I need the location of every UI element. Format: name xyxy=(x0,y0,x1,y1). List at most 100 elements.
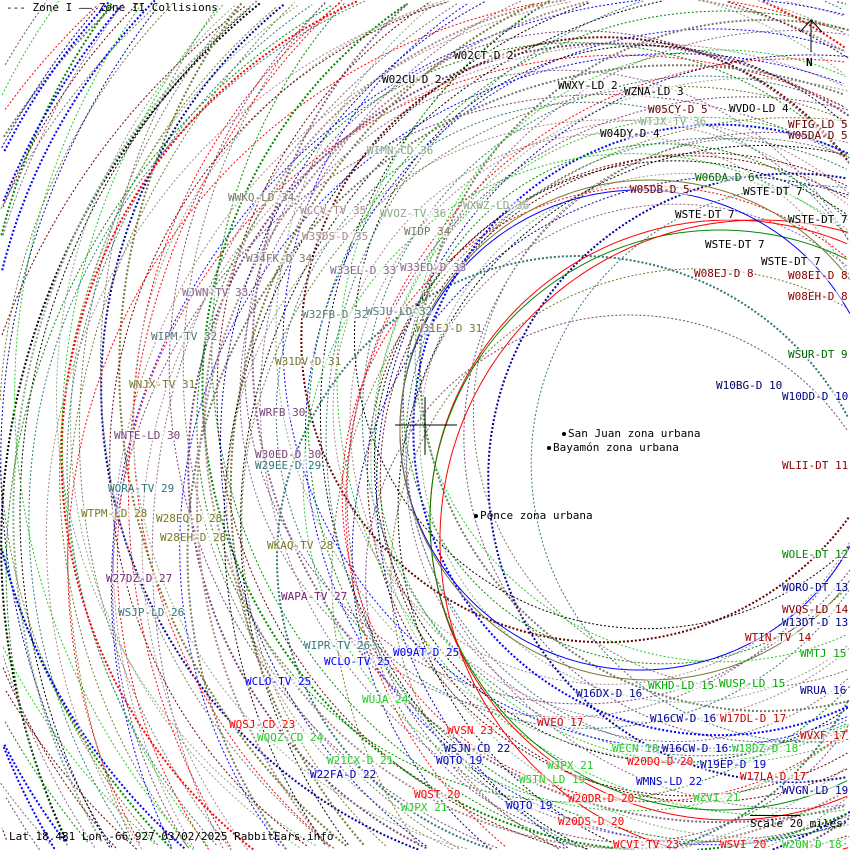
station-label[interactable]: W10BG-D 10 xyxy=(716,379,783,392)
station-label[interactable]: WZNA-LD 3 xyxy=(624,85,684,98)
station-label[interactable]: WECN 18 xyxy=(612,742,659,755)
station-label[interactable]: W28EQ-D 28 xyxy=(156,512,223,525)
station-label[interactable]: WMTJ 15 xyxy=(800,647,847,660)
station-label[interactable]: WVDO-LD 4 xyxy=(729,102,789,115)
station-label[interactable]: W16DX-D 16 xyxy=(576,687,643,700)
station-label[interactable]: W08EJ-D 8 xyxy=(694,267,754,280)
station-label[interactable]: WORA-TV 29 xyxy=(108,482,175,495)
station-label[interactable]: WCLO-TV 25 xyxy=(245,675,312,688)
station-label[interactable]: WUSP-LD 15 xyxy=(719,677,786,690)
city-san-juan[interactable]: San Juan zona urbana xyxy=(562,428,700,439)
station-label[interactable]: W02CU-D 2 xyxy=(382,73,442,86)
station-label[interactable]: WIDP 34 xyxy=(404,225,451,238)
station-label[interactable]: W31EJ-D 31 xyxy=(416,322,483,335)
station-label[interactable]: WSTE-DT 7 xyxy=(705,238,765,251)
station-label[interactable]: W20DR-D 20 xyxy=(568,792,635,805)
station-label[interactable]: W22FA-D 22 xyxy=(310,768,377,781)
station-label[interactable]: WQSJ-CD 23 xyxy=(229,718,296,731)
station-label[interactable]: WSJP-LD 26 xyxy=(118,606,185,619)
station-label[interactable]: W33EL-D 33 xyxy=(330,264,397,277)
station-label[interactable]: W05DA-D 5 xyxy=(788,129,848,142)
station-label[interactable]: WCVI-TV 23 xyxy=(613,838,680,850)
station-label[interactable]: WSUR-DT 9 xyxy=(788,348,848,361)
station-label[interactable]: WNTE-LD 30 xyxy=(114,429,181,442)
station-label[interactable]: WXWZ-LD 36 xyxy=(463,199,530,212)
station-label[interactable]: W18DZ-D 18 xyxy=(732,742,799,755)
station-label[interactable]: WKHD-LD 15 xyxy=(648,679,715,692)
station-label[interactable]: W31DV-D 31 xyxy=(275,355,342,368)
station-label[interactable]: WOLE-DT 12 xyxy=(782,548,849,561)
station-label[interactable]: W02CT-D 2 xyxy=(454,49,514,62)
station-label[interactable]: WMNS-LD 22 xyxy=(636,775,703,788)
station-label[interactable]: WVOZ-TV 36 xyxy=(380,207,447,220)
station-label[interactable]: WRUA 16 xyxy=(800,684,847,697)
station-label[interactable]: WVXF 17 xyxy=(800,729,847,742)
station-label[interactable]: W20N-D 18 xyxy=(782,838,842,850)
station-label[interactable]: W08EH-D 8 xyxy=(788,290,848,303)
station-label[interactable]: WJPX 21 xyxy=(547,759,594,772)
station-label[interactable]: W05DB-D 5 xyxy=(630,183,690,196)
station-label[interactable]: W33ED-D 33 xyxy=(400,261,467,274)
station-label[interactable]: WVGN-LD 19 xyxy=(782,784,849,797)
station-label[interactable]: WSTE-DT 7 xyxy=(761,255,821,268)
station-label[interactable]: WNJX-TV 31 xyxy=(129,378,196,391)
station-label[interactable]: W35DS-D 35 xyxy=(302,230,369,243)
station-label[interactable]: WRFB 30 xyxy=(259,406,306,419)
station-label[interactable]: WAPA-TV 27 xyxy=(281,590,348,603)
station-label[interactable]: WWXY-LD 2 xyxy=(558,79,618,92)
station-label[interactable]: WUJA 24 xyxy=(362,693,409,706)
station-label[interactable]: W32FB-D 32 xyxy=(302,308,369,321)
station-label[interactable]: WJPX 21 xyxy=(401,801,448,814)
station-label[interactable]: W08EI-D 8 xyxy=(788,269,848,282)
station-label[interactable]: WIPM-TV 32 xyxy=(151,330,218,343)
station-label[interactable]: WIPR-TV 26 xyxy=(304,639,371,652)
station-label[interactable]: WVEO 17 xyxy=(537,716,584,729)
station-label[interactable]: W27DZ-D 27 xyxy=(106,572,173,585)
station-label[interactable]: W20DS-D 20 xyxy=(558,815,625,828)
station-label[interactable]: WWKQ-LD 34 xyxy=(228,191,295,204)
station-label[interactable]: WSTE-DT 7 xyxy=(675,208,735,221)
station-label[interactable]: WQQZ-CD 24 xyxy=(257,731,324,744)
station-label[interactable]: W10DD-D 10 xyxy=(782,390,849,403)
station-label[interactable]: WLII-DT 11 xyxy=(782,459,849,472)
station-label[interactable]: WCCV-TV 35 xyxy=(300,204,367,217)
station-label[interactable]: WQTO 19 xyxy=(506,799,553,812)
station-label[interactable]: W16CW-D 16 xyxy=(662,742,729,755)
station-label[interactable]: WZVI 21 xyxy=(693,791,740,804)
station-label[interactable]: W13DT-D 13 xyxy=(782,616,849,629)
station-label[interactable]: WKAQ-TV 28 xyxy=(267,539,334,552)
city-ponce[interactable]: Ponce zona urbana xyxy=(474,510,593,521)
station-label[interactable]: WSJN-CD 22 xyxy=(444,742,511,755)
city-bayamon[interactable]: Bayamón zona urbana xyxy=(547,442,679,453)
station-label[interactable]: W28EH-D 28 xyxy=(160,531,227,544)
station-label[interactable]: W16CW-D 16 xyxy=(650,712,717,725)
station-label[interactable]: WTIN-TV 14 xyxy=(745,631,812,644)
station-label[interactable]: W19EP-D 19 xyxy=(700,758,767,771)
station-label[interactable]: WJWN-TV 33 xyxy=(182,286,249,299)
station-label[interactable]: W09AT-D 25 xyxy=(393,646,460,659)
station-label[interactable]: W04DY-D 4 xyxy=(600,127,660,140)
station-label[interactable]: WVSN 23 xyxy=(447,724,494,737)
station-label[interactable]: W20DQ-D 20 xyxy=(627,755,694,768)
station-label[interactable]: WQST 20 xyxy=(414,788,461,801)
station-label[interactable]: W34FK-D 34 xyxy=(246,252,313,265)
station-label[interactable]: WSJU-LD 32 xyxy=(366,305,433,318)
station-label[interactable]: WCLO-TV 25 xyxy=(324,655,391,668)
station-label[interactable]: WSVI 20 xyxy=(720,838,767,850)
station-label[interactable]: W21CX-D 21 xyxy=(327,754,394,767)
station-label[interactable]: WSTE-DT 7 xyxy=(788,213,848,226)
station-label[interactable]: W30ED-D 30 xyxy=(255,448,322,461)
station-label[interactable]: WORO-DT 13 xyxy=(782,581,849,594)
station-label[interactable]: W06DA-D 6 xyxy=(695,171,755,184)
station-label[interactable]: WQTO 19 xyxy=(436,754,483,767)
station-label[interactable]: W29EE-D 29 xyxy=(255,459,322,472)
station-label[interactable]: WFIG-LD 5 xyxy=(788,118,848,131)
station-label[interactable]: WIMN-CD 36 xyxy=(367,144,434,157)
station-label[interactable]: W17LA-D 17 xyxy=(740,770,807,783)
station-label[interactable]: WVQS-LD 14 xyxy=(782,603,849,616)
station-label[interactable]: WSTE-DT 7 xyxy=(743,185,803,198)
station-label[interactable]: WSTN-LD 19 xyxy=(519,773,586,786)
station-label[interactable]: WTJX-TV 36 xyxy=(640,115,707,128)
station-label[interactable]: W05CY-D 5 xyxy=(648,103,708,116)
